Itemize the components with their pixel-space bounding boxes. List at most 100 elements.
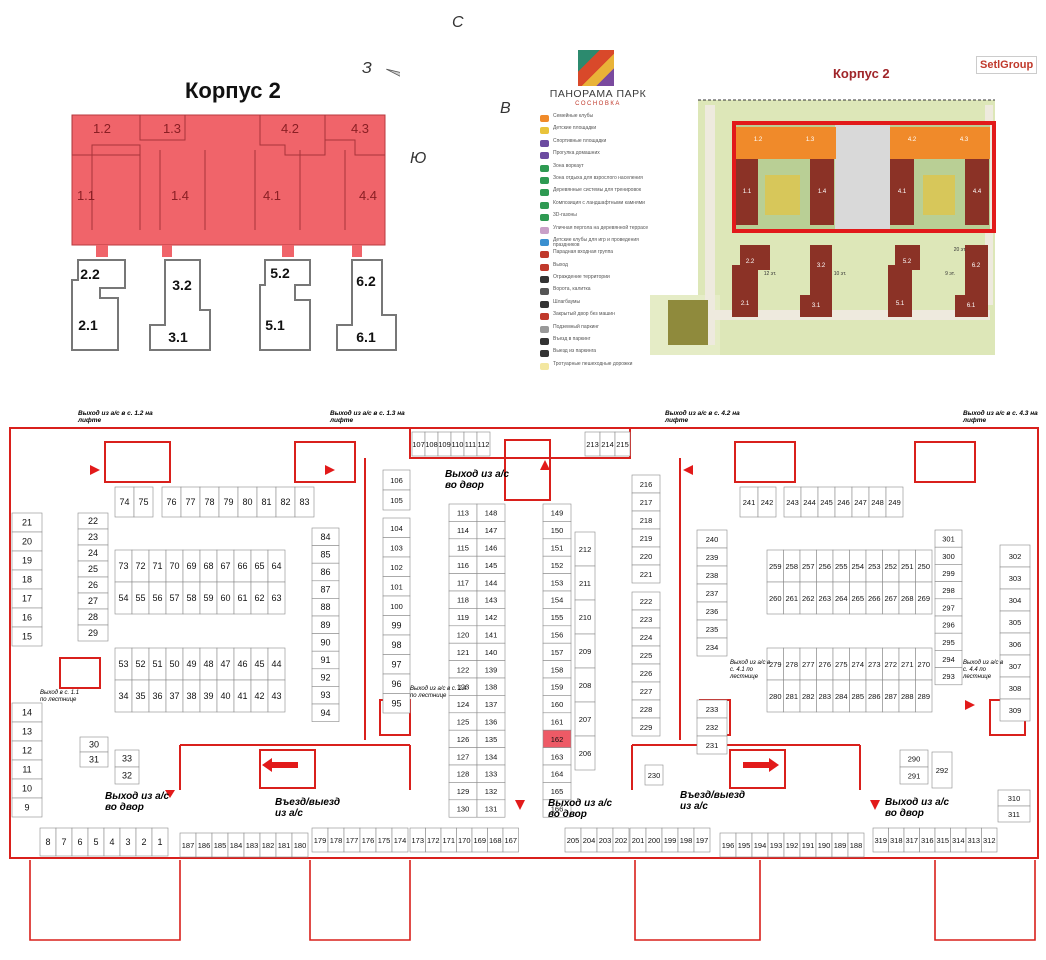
- parking-space-208[interactable]: 208: [574, 667, 596, 703]
- parking-space-240[interactable]: 240: [696, 529, 728, 549]
- parking-space-85[interactable]: 85: [311, 545, 340, 564]
- parking-space-16[interactable]: 16: [11, 607, 43, 628]
- parking-space-161[interactable]: 161: [542, 712, 572, 731]
- parking-space-152[interactable]: 152: [542, 555, 572, 574]
- parking-space-205[interactable]: 205: [564, 827, 582, 853]
- parking-space-9[interactable]: 9: [11, 797, 43, 818]
- parking-space-221[interactable]: 221: [631, 564, 661, 584]
- parking-space-153[interactable]: 153: [542, 573, 572, 592]
- parking-space-131[interactable]: 131: [476, 799, 506, 818]
- parking-space-80[interactable]: 80: [237, 486, 258, 518]
- parking-space-317[interactable]: 317: [903, 827, 920, 853]
- parking-space-268[interactable]: 268: [898, 581, 916, 615]
- parking-space-63[interactable]: 63: [267, 581, 286, 615]
- parking-space-75[interactable]: 75: [133, 486, 154, 518]
- parking-space-238[interactable]: 238: [696, 565, 728, 585]
- parking-space-92[interactable]: 92: [311, 668, 340, 687]
- parking-space-255[interactable]: 255: [832, 549, 850, 583]
- parking-space-256[interactable]: 256: [816, 549, 834, 583]
- parking-space-102[interactable]: 102: [382, 556, 411, 577]
- parking-space-113[interactable]: 113: [448, 503, 478, 522]
- parking-space-285[interactable]: 285: [849, 679, 867, 713]
- parking-space-58[interactable]: 58: [182, 581, 201, 615]
- parking-space-283[interactable]: 283: [816, 679, 834, 713]
- parking-space-170[interactable]: 170: [456, 827, 473, 853]
- parking-space-137[interactable]: 137: [476, 695, 506, 714]
- parking-space-219[interactable]: 219: [631, 528, 661, 548]
- parking-space-176[interactable]: 176: [359, 827, 377, 853]
- parking-space-141[interactable]: 141: [476, 625, 506, 644]
- parking-space-87[interactable]: 87: [311, 580, 340, 599]
- parking-space-216[interactable]: 216: [631, 474, 661, 494]
- parking-space-303[interactable]: 303: [999, 566, 1031, 590]
- parking-space-37[interactable]: 37: [165, 679, 184, 713]
- parking-space-61[interactable]: 61: [233, 581, 252, 615]
- parking-space-263[interactable]: 263: [816, 581, 834, 615]
- parking-space-259[interactable]: 259: [766, 549, 784, 583]
- parking-space-25[interactable]: 25: [77, 560, 109, 578]
- parking-space-20[interactable]: 20: [11, 531, 43, 552]
- parking-space-293[interactable]: 293: [934, 667, 963, 686]
- parking-space-241[interactable]: 241: [739, 486, 759, 518]
- parking-space-154[interactable]: 154: [542, 590, 572, 609]
- parking-space-122[interactable]: 122: [448, 660, 478, 679]
- parking-space-316[interactable]: 316: [919, 827, 936, 853]
- parking-space-89[interactable]: 89: [311, 615, 340, 634]
- parking-space-280[interactable]: 280: [766, 679, 784, 713]
- parking-space-119[interactable]: 119: [448, 608, 478, 627]
- parking-space-232[interactable]: 232: [696, 717, 728, 737]
- parking-space-33[interactable]: 33: [114, 749, 140, 768]
- parking-space-100[interactable]: 100: [382, 595, 411, 616]
- parking-space-66[interactable]: 66: [233, 549, 252, 583]
- parking-space-312[interactable]: 312: [981, 827, 998, 853]
- parking-space-309[interactable]: 309: [999, 698, 1031, 722]
- parking-space-34[interactable]: 34: [114, 679, 133, 713]
- parking-space-164[interactable]: 164: [542, 764, 572, 783]
- parking-space-38[interactable]: 38: [182, 679, 201, 713]
- parking-space-162[interactable]: 162: [542, 729, 572, 748]
- parking-space-139[interactable]: 139: [476, 660, 506, 679]
- parking-space-64[interactable]: 64: [267, 549, 286, 583]
- parking-space-212[interactable]: 212: [574, 531, 596, 567]
- parking-space-313[interactable]: 313: [965, 827, 982, 853]
- parking-space-284[interactable]: 284: [832, 679, 850, 713]
- parking-space-220[interactable]: 220: [631, 546, 661, 566]
- parking-space-173[interactable]: 173: [409, 827, 426, 853]
- parking-space-23[interactable]: 23: [77, 528, 109, 546]
- parking-space-88[interactable]: 88: [311, 598, 340, 617]
- parking-space-35[interactable]: 35: [131, 679, 150, 713]
- parking-space-237[interactable]: 237: [696, 583, 728, 603]
- parking-space-289[interactable]: 289: [915, 679, 933, 713]
- parking-space-222[interactable]: 222: [631, 591, 661, 611]
- parking-space-138[interactable]: 138: [476, 677, 506, 696]
- parking-space-314[interactable]: 314: [950, 827, 967, 853]
- parking-space-151[interactable]: 151: [542, 538, 572, 557]
- parking-space-187[interactable]: 187: [179, 832, 197, 858]
- parking-space-157[interactable]: 157: [542, 642, 572, 661]
- parking-space-166[interactable]: 166: [542, 799, 572, 818]
- parking-space-184[interactable]: 184: [227, 832, 245, 858]
- parking-space-44[interactable]: 44: [267, 647, 286, 681]
- parking-space-260[interactable]: 260: [766, 581, 784, 615]
- parking-space-278[interactable]: 278: [783, 647, 801, 681]
- parking-space-142[interactable]: 142: [476, 608, 506, 627]
- parking-space-127[interactable]: 127: [448, 747, 478, 766]
- parking-space-213[interactable]: 213: [584, 431, 601, 457]
- parking-space-295[interactable]: 295: [934, 632, 963, 651]
- parking-space-248[interactable]: 248: [868, 486, 887, 518]
- parking-space-310[interactable]: 310: [997, 789, 1031, 807]
- parking-space-269[interactable]: 269: [915, 581, 933, 615]
- parking-space-26[interactable]: 26: [77, 576, 109, 594]
- parking-space-15[interactable]: 15: [11, 626, 43, 647]
- parking-space-291[interactable]: 291: [899, 766, 929, 785]
- parking-space-195[interactable]: 195: [735, 832, 753, 858]
- parking-space-94[interactable]: 94: [311, 703, 340, 722]
- parking-space-62[interactable]: 62: [250, 581, 269, 615]
- parking-space-275[interactable]: 275: [832, 647, 850, 681]
- parking-space-73[interactable]: 73: [114, 549, 133, 583]
- parking-space-30[interactable]: 30: [79, 736, 109, 753]
- parking-space-297[interactable]: 297: [934, 598, 963, 617]
- parking-space-311[interactable]: 311: [997, 805, 1031, 823]
- parking-space-230[interactable]: 230: [644, 764, 664, 786]
- parking-space-77[interactable]: 77: [180, 486, 201, 518]
